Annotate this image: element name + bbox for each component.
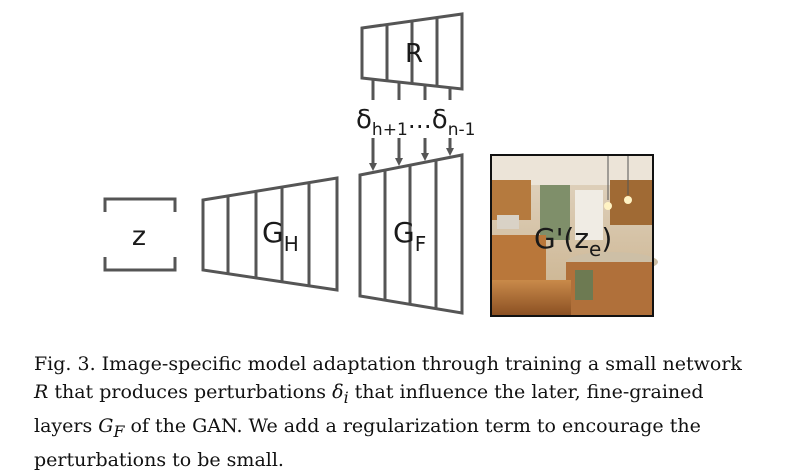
gf-generator-block: [358, 153, 464, 315]
r-output-connectors: [371, 80, 452, 100]
delta-label: δh+1…δn-1: [356, 105, 475, 140]
gh-label: GH: [262, 216, 299, 256]
architecture-diagram: z GH GF R δh+1…δn-1: [103, 12, 658, 317]
figure-caption: Fig. 3. Image-specific model adaptation …: [34, 353, 742, 471]
z-input-box: [103, 197, 177, 272]
z-label: z: [132, 221, 146, 252]
output-image: [490, 154, 658, 317]
r-network-block: [360, 12, 464, 91]
perturbation-arrows: [369, 138, 454, 171]
gh-generator-block: [201, 176, 339, 292]
output-label: G'(ze): [534, 222, 612, 261]
r-label: R: [405, 39, 423, 69]
gf-label: GF: [393, 216, 426, 256]
